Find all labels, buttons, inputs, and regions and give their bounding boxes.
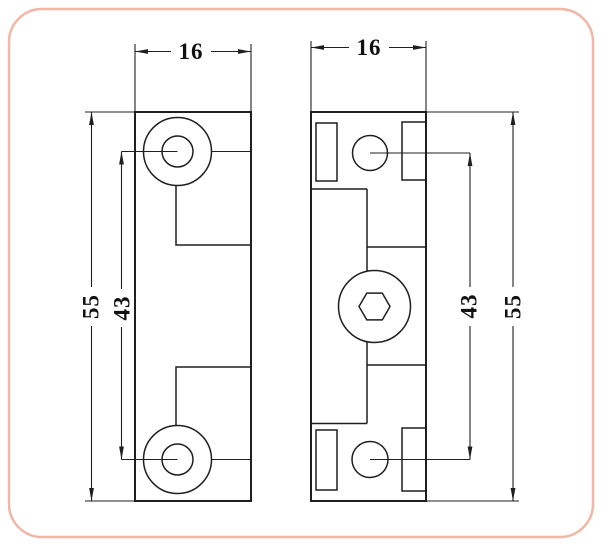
left-view-top-step-edge [175, 185, 251, 246]
bottom-left-slot-cutout [315, 429, 338, 491]
arrow-right [238, 49, 251, 54]
arrow-left [135, 49, 148, 54]
top-right-slot-cutout [401, 121, 427, 181]
left-view-outline [134, 111, 252, 502]
dim-right-overall-height: 55 [426, 111, 526, 502]
dim-text-right-55: 55 [501, 294, 526, 319]
arrow-down [89, 488, 94, 501]
arrow-down [119, 446, 124, 460]
top-left-slot-cutout [315, 122, 338, 182]
right-view [310, 111, 470, 502]
right-view-outline [310, 111, 427, 502]
dim-text-left-43: 43 [110, 296, 135, 321]
arrow-up [510, 112, 516, 125]
page-border [7, 7, 595, 539]
dim-left-view-width: 16 [134, 39, 252, 112]
left-view-bottom-step-edge [175, 366, 251, 426]
dim-text-left-55: 55 [79, 294, 104, 319]
right-view-step-edges [311, 188, 426, 425]
dim-right-view-width: 16 [310, 35, 427, 112]
dim-left-hole-spacing: 43 [110, 151, 135, 460]
dim-right-hole-spacing: 43 [457, 153, 482, 460]
left-view [121, 111, 252, 502]
arrow-up [89, 112, 94, 125]
extension-lines [134, 44, 252, 112]
arrow-left [311, 45, 324, 50]
arrow-up [467, 153, 473, 166]
hex-socket [358, 292, 391, 321]
arrow-down [510, 488, 516, 501]
hex-screw-head-circle [337, 269, 412, 344]
extension-lines [310, 41, 427, 112]
dim-left-overall-height: 55 [79, 111, 135, 502]
arrow-up [119, 151, 124, 165]
dim-text-right-43: 43 [457, 294, 482, 319]
arrow-down [467, 446, 473, 460]
extension-lines [85, 111, 135, 502]
dim-text-right-width: 16 [357, 35, 382, 60]
extension-lines [426, 111, 519, 502]
arrow-right [413, 45, 426, 50]
dim-text-left-width: 16 [179, 39, 204, 64]
